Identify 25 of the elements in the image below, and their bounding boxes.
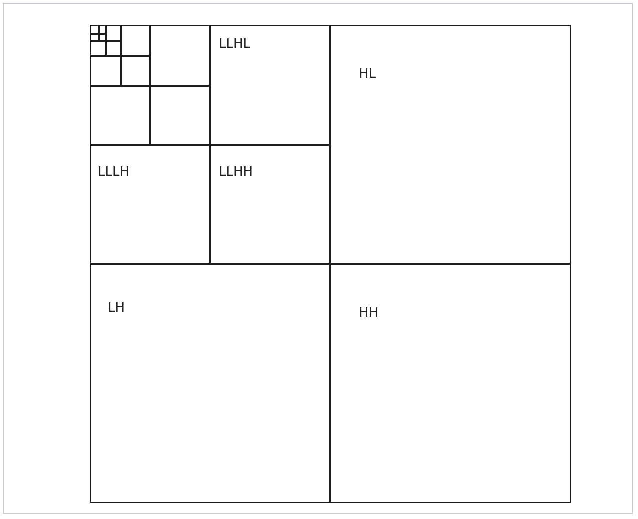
empty-subband-square — [149, 85, 210, 146]
empty-subband-square — [105, 40, 122, 56]
empty-subband-square — [120, 25, 150, 56]
empty-subband-square — [105, 25, 122, 42]
subband-label: LLHL — [219, 38, 251, 51]
subband-square — [90, 144, 210, 264]
empty-subband-square — [90, 33, 100, 42]
subband-label: HL — [359, 68, 376, 81]
subband-label: LLHH — [219, 166, 254, 179]
empty-subband-square — [90, 55, 122, 86]
subband-square — [209, 144, 330, 264]
empty-subband-square — [90, 25, 100, 34]
subband-label: LH — [108, 302, 126, 315]
empty-subband-square — [90, 85, 150, 146]
subband-label: HH — [359, 307, 379, 320]
subband-square — [329, 25, 570, 264]
subband-square — [209, 25, 330, 146]
empty-subband-square — [98, 25, 106, 34]
empty-subband-square — [120, 55, 150, 86]
empty-subband-square — [90, 40, 106, 56]
subband-square — [329, 263, 570, 502]
subband-label: LLLH — [98, 166, 130, 179]
subband-square — [90, 263, 330, 502]
empty-subband-square — [149, 25, 210, 86]
empty-subband-square — [98, 33, 106, 42]
